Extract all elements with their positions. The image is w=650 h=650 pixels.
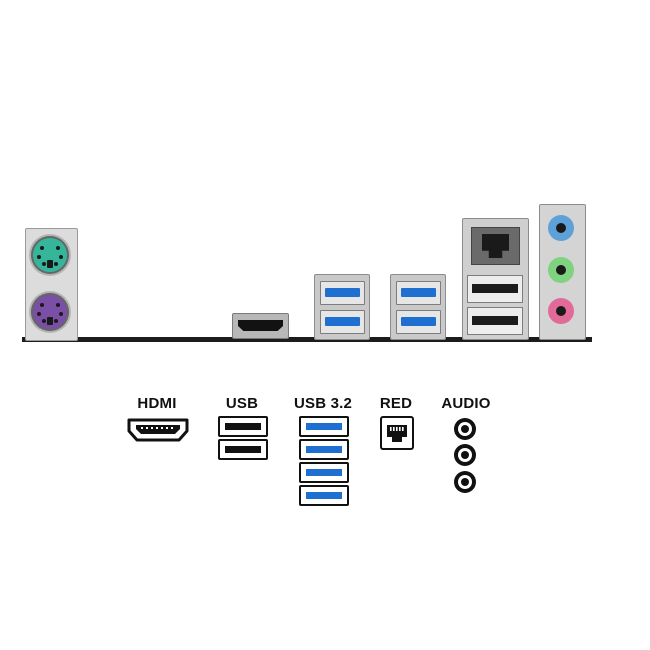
audio-line-out-jack-icon (548, 257, 574, 283)
audio-jack-legend-icon (454, 418, 476, 440)
usb-legend-icon (218, 416, 268, 437)
legend-label-usb32: USB 3.2 (293, 395, 353, 412)
usb-3-2-port-icon (320, 281, 365, 305)
audio-jack-legend-icon (454, 444, 476, 466)
usb-3-2-legend-icon (299, 485, 349, 506)
audio-line-in-jack-icon (548, 215, 574, 241)
usb-port-icon (467, 275, 523, 303)
usb-3-2-port-icon (396, 310, 441, 334)
ethernet-legend-icon (380, 416, 414, 450)
legend-label-audio: AUDIO (441, 395, 491, 412)
usb-3-2-stack-left (314, 274, 370, 340)
audio-mic-jack-icon (548, 298, 574, 324)
legend-label-usb: USB (225, 395, 259, 412)
usb-3-2-port-icon (320, 310, 365, 334)
usb-3-2-port-icon (396, 281, 441, 305)
usb-3-2-legend-icon (299, 462, 349, 483)
ethernet-glyph-icon (387, 425, 407, 442)
legend-label-hdmi: HDMI (137, 395, 177, 412)
io-shield-edge (22, 337, 592, 342)
audio-jack-legend-icon (454, 471, 476, 493)
usb-port-icon (467, 307, 523, 335)
ps2-keyboard-port-icon (31, 236, 69, 274)
legend-label-red: RED (379, 395, 413, 412)
hdmi-legend-icon (127, 418, 189, 442)
hdmi-port-icon (232, 313, 289, 339)
usb-legend-icon (218, 439, 268, 460)
ethernet-port-icon (471, 227, 520, 265)
usb-3-2-legend-icon (299, 439, 349, 460)
usb-3-2-legend-icon (299, 416, 349, 437)
usb-3-2-stack-right (390, 274, 446, 340)
ps2-mouse-port-icon (31, 293, 69, 331)
